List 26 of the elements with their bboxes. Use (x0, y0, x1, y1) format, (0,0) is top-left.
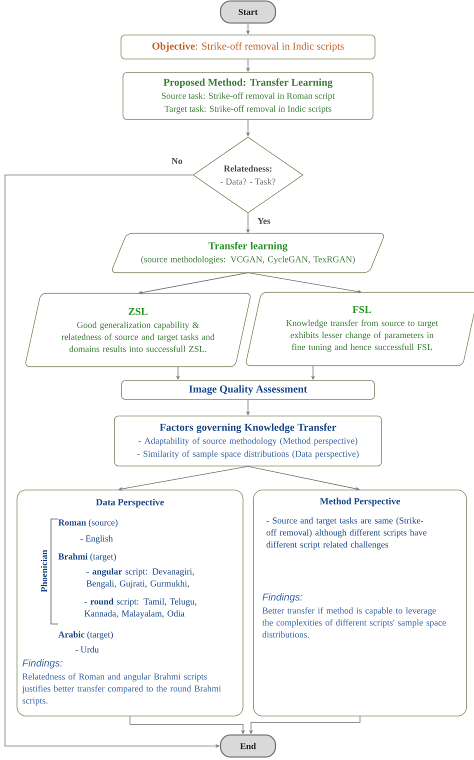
edge-label: No (170, 157, 184, 165)
parallelogram-box: FSL Knowledge transfer from source to target exhibits lesser change of parameters in fine tuning and hence successfull FSL (246, 292, 474, 366)
parallelogram-box: Transfer learning (source methodologies: VCGAN, CycleGAN, TexRGAN) (112, 232, 384, 274)
terminal-box: Start (220, 0, 276, 24)
edge-label: Yes (256, 217, 272, 225)
process-box: Proposed Method: Transfer Learning Source task: Strike-off removal in Roman script Target task: Strike-off removal in Indic scripts (122, 72, 374, 120)
process-box: Factors governing Knowledge Transfer - Adaptability of source methodology (Method perspective) - Similarity of sample space distributions (Data perspective) (114, 416, 382, 466)
process-box: Objective: Strike-off removal in Indic scripts (120, 34, 376, 60)
list-item: - angular script: Devanagiri, Bengali, Gujrati, Gurmukhi, (86, 568, 194, 588)
list-item: Brahmi (target) (58, 553, 116, 562)
parallelogram-box: ZSL Good generalization capability & relatedness of source and target tasks and domains results into successfull ZSL. (25, 292, 251, 368)
panel-heading: Method Perspective (320, 498, 400, 506)
process-box: Image Quality Assessment (121, 380, 375, 400)
findings-text: Relatedness of Roman and angular Brahmi scripts justifies better transfer compared to the round Brahmi scripts. (22, 673, 221, 706)
findings-text: Better transfer if method is capable to leverage the complexities of different scripts' sample space distributions. (262, 607, 446, 638)
vertical-label: Phoenician (40, 550, 48, 592)
list-item: - English (80, 535, 113, 544)
panel-heading: Data Perspective (96, 498, 164, 508)
terminal-box: End (220, 734, 276, 758)
list-item: - Urdu (76, 646, 99, 653)
list-item: Arabic (target) (58, 631, 113, 640)
findings-label: Findings: (22, 659, 62, 669)
list-item: - round script: Tamil, Telugu, Kannada, Malayalam, Odia (84, 598, 196, 618)
findings-label: Findings: (262, 593, 302, 603)
list-item: - Source and target tasks are same (Strike-off removal) although different scripts have different script related challenges (266, 517, 427, 550)
list-item: Roman (source) (58, 519, 118, 528)
